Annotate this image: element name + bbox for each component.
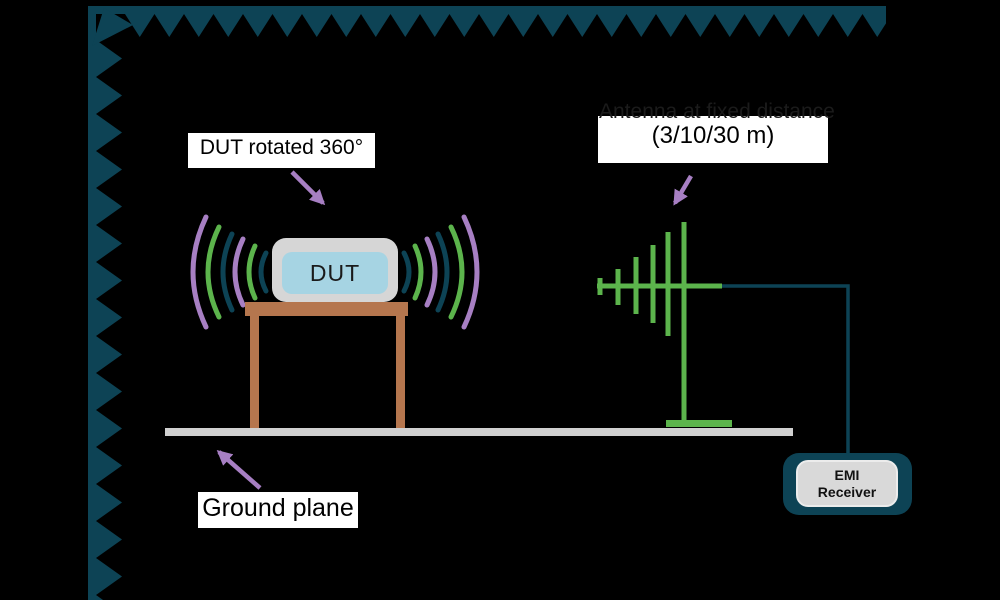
- coax-cable: [722, 284, 850, 455]
- antenna-distance-label: [598, 116, 828, 163]
- arrow-to-antenna-icon: [673, 174, 693, 206]
- ground-plane: [165, 428, 793, 436]
- absorber-wall-top: [88, 6, 886, 37]
- corner-absorber-cone-icon: [92, 8, 133, 46]
- antenna-distance-label-line1: Antenna at fixed distance: [599, 100, 835, 123]
- emi-receiver: EMI Receiver: [783, 453, 912, 515]
- antenna-distance-label-line2: (3/10/30 m): [651, 122, 775, 149]
- dut-screen: DUT: [282, 252, 388, 294]
- emi-receiver-panel: EMI Receiver: [796, 460, 898, 507]
- dut-rotation-label: DUT rotated 360°: [188, 133, 375, 168]
- emission-waves-right-icon: [401, 214, 480, 330]
- arrow-to-ground-plane-icon: [216, 449, 262, 490]
- log-periodic-antenna-icon: [597, 222, 732, 427]
- dut-device: DUT: [272, 238, 398, 302]
- arrow-to-dut-icon: [290, 170, 326, 206]
- dut-label: DUT: [309, 259, 361, 286]
- ground-plane-label: Ground plane: [198, 492, 358, 528]
- absorber-wall-left: [88, 6, 122, 600]
- emission-waves-left-icon: [190, 214, 269, 330]
- emi-receiver-label-line1: EMI: [834, 466, 860, 483]
- emi-receiver-label-line2: Receiver: [817, 483, 877, 500]
- test-table: [245, 302, 408, 428]
